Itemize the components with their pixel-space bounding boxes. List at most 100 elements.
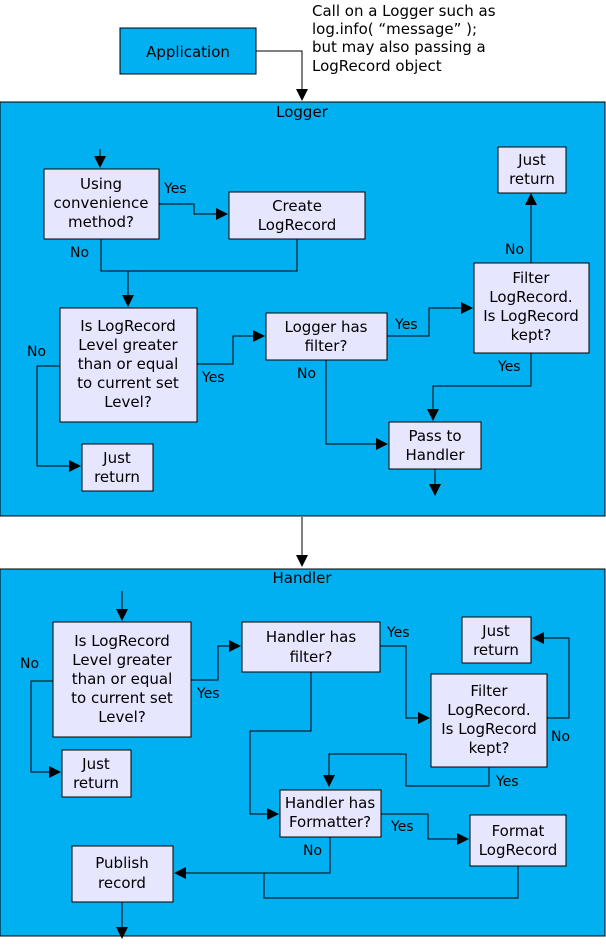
handler-level-line-2: Level greater (72, 651, 172, 669)
create-logrecord-box (228, 191, 366, 240)
handler-just-return-left-box (61, 749, 132, 798)
arrow-handler-kept-yes (323, 753, 490, 787)
label-logger-filter-no: No (297, 366, 316, 382)
logger-filter-line-4: kept? (511, 326, 552, 344)
label-handler-filter-yes: Yes (386, 625, 410, 641)
caller-note: Call on a Logger such as log.info( “mess… (312, 2, 496, 75)
label-handler-level-no: No (20, 656, 39, 672)
logger-filter-line-1: Filter (512, 269, 550, 287)
create-logrecord-line-1: Create (272, 197, 322, 215)
handler-filter-line-3: Is LogRecord (441, 720, 537, 738)
pass-to-handler-box (388, 421, 482, 470)
pass-to-handler-line-2: Handler (405, 446, 465, 464)
label-handler-level-yes: Yes (196, 686, 220, 702)
publish-record-line-1: Publish (95, 854, 148, 872)
handler-filter-line-2: LogRecord. (447, 701, 530, 719)
using-convenience-line-3: method? (68, 213, 134, 231)
handler-filter-logrecord-box (430, 673, 548, 768)
handler-filter-line-1: Filter (470, 682, 508, 700)
label-logger-kept-yes: Yes (497, 359, 521, 375)
publish-record-box (71, 845, 174, 903)
format-logrecord-line-1: Format (492, 822, 545, 840)
label-handler-formatter-yes: Yes (390, 819, 414, 835)
handler-just-return-left-line-2: return (73, 774, 119, 792)
handler-title: Handler (272, 569, 332, 587)
arrow-handler-filter-yes (380, 645, 430, 724)
logger-just-return-bottom-line-2: return (94, 468, 140, 486)
logger-level-line-3: than or equal (78, 355, 179, 373)
label-handler-kept-no: No (551, 729, 570, 745)
handler-level-line-3: than or equal (72, 670, 173, 688)
arrow-logger-kept-yes (427, 353, 532, 421)
handler-has-formatter-line-2: Formatter? (289, 813, 371, 831)
handler-level-line-4: to current set (71, 689, 173, 707)
label-handler-kept-yes: Yes (495, 774, 519, 790)
note-line-3: but may also passing a (312, 38, 486, 56)
label-logger-kept-no: No (505, 242, 524, 258)
label-logger-level-no: No (27, 344, 46, 360)
logger-has-filter-line-1: Logger has (285, 318, 368, 336)
arrow-handler-level-no (30, 680, 61, 778)
handler-level-line-5: Level? (98, 708, 146, 726)
pass-to-handler-line-1: Pass to (408, 427, 461, 445)
handler-has-filter-box (241, 621, 381, 673)
logger-filter-logrecord-box (473, 262, 590, 354)
logger-level-check-box (59, 307, 198, 423)
arrow-handler-filter-no (249, 672, 312, 820)
logger-level-line-5: Level? (104, 393, 152, 411)
handler-level-line-1: Is LogRecord (74, 632, 170, 650)
handler-just-return-top-box (461, 616, 532, 664)
publish-record-line-2: record (98, 874, 146, 892)
logger-just-return-top-line-1: Just (517, 151, 546, 169)
arrow-logger-filter-no (325, 360, 388, 450)
label-logger-filter-yes: Yes (394, 317, 418, 333)
handler-just-return-top-line-1: Just (481, 622, 510, 640)
handler-has-filter-line-2: filter? (290, 648, 333, 666)
label-logger-level-yes: Yes (201, 370, 225, 386)
note-line-2: log.info( “message” ); (312, 20, 477, 38)
line-format-merge (263, 866, 519, 899)
using-convenience-line-1: Using (80, 175, 122, 193)
arrow-logger-filter-yes (387, 302, 473, 337)
label-handler-formatter-no: No (303, 843, 322, 859)
handler-just-return-left-line-1: Just (81, 755, 110, 773)
using-convenience-line-2: convenience (54, 194, 149, 212)
handler-has-formatter-line-1: Handler has (285, 794, 376, 812)
arrow-handler-level-yes (191, 640, 241, 681)
logger-level-line-1: Is LogRecord (80, 317, 176, 335)
arrow-handler-formatter-yes (381, 813, 469, 845)
arrow-handler-kept-no (532, 632, 570, 719)
create-logrecord-line-2: LogRecord (258, 216, 337, 234)
label-convenience-yes: Yes (163, 181, 187, 197)
handler-just-return-top-line-2: return (473, 641, 519, 659)
logger-level-line-2: Level greater (78, 336, 178, 354)
label-convenience-no: No (70, 245, 89, 261)
logger-just-return-bottom-line-1: Just (102, 449, 131, 467)
format-logrecord-box (469, 814, 567, 867)
logger-level-line-4: to current set (77, 374, 179, 392)
arrow-convenience-yes (159, 203, 228, 220)
format-logrecord-line-2: LogRecord (479, 841, 558, 859)
arrow-logger-level-yes (197, 330, 265, 365)
arrow-logger-level-no (36, 365, 81, 472)
handler-level-check-box (52, 621, 192, 738)
logger-title: Logger (276, 103, 329, 121)
application-box (119, 27, 257, 75)
logger-has-filter-line-2: filter? (305, 337, 348, 355)
line-convenience-merge (100, 239, 298, 272)
logger-filter-line-2: LogRecord. (489, 288, 572, 306)
application-label: Application (146, 43, 230, 61)
logger-filter-line-3: Is LogRecord (483, 307, 579, 325)
handler-has-filter-line-1: Handler has (266, 628, 357, 646)
logger-just-return-top-box (497, 146, 567, 194)
logger-has-filter-box (265, 312, 388, 361)
logger-just-return-top-line-2: return (509, 170, 555, 188)
note-line-1: Call on a Logger such as (312, 2, 496, 20)
handler-filter-line-4: kept? (469, 739, 510, 757)
arrow-app-to-logger (256, 50, 308, 101)
note-line-4: LogRecord object (312, 57, 442, 75)
arrow-handler-formatter-no (174, 837, 331, 879)
logger-just-return-bottom-box (81, 443, 154, 492)
